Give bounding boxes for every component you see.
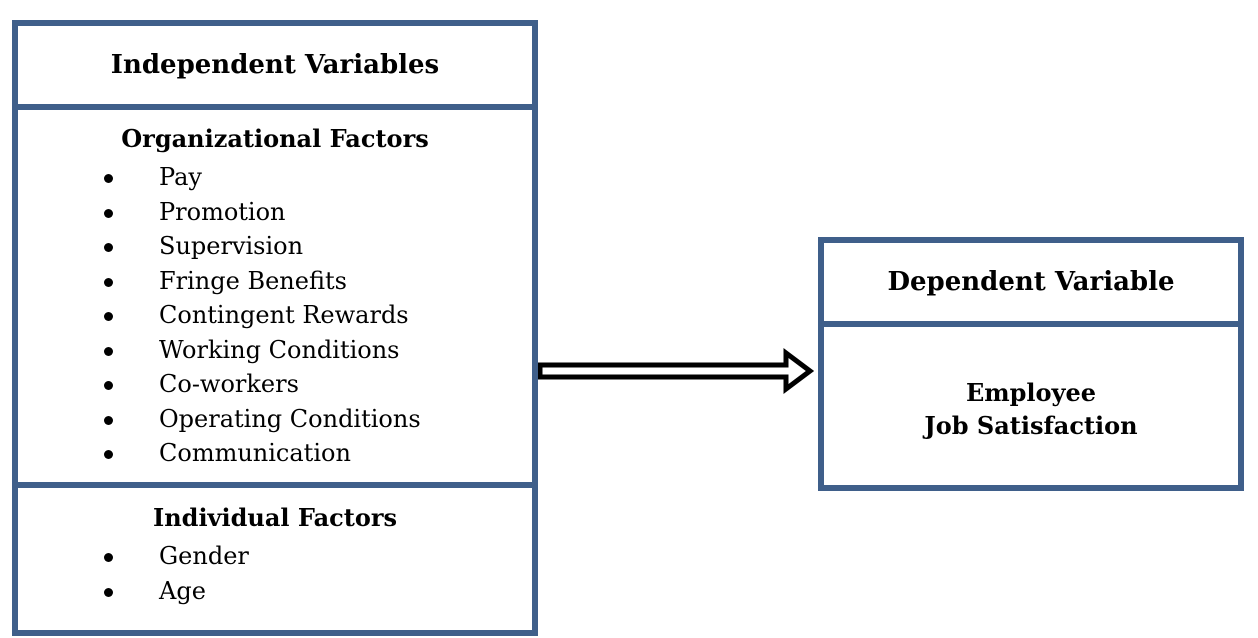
list-item: Operating Conditions [18, 402, 421, 437]
list-item: Age [18, 574, 249, 609]
right-arrow-icon [538, 348, 814, 394]
list-item: Contingent Rewards [18, 298, 421, 333]
independent-variables-title: Independent Variables [110, 50, 440, 80]
dependent-variable-title: Dependent Variable [887, 267, 1175, 297]
header-divider [824, 321, 1238, 327]
list-item: Supervision [18, 229, 421, 264]
list-item: Fringe Benefits [18, 264, 421, 299]
independent-variables-box: Independent Variables Organizational Fac… [12, 20, 538, 636]
dependent-variable-line1: Employee [965, 378, 1097, 407]
dependent-variable-box: Dependent Variable Employee Job Satisfac… [818, 237, 1244, 491]
organizational-factors-list: Pay Promotion Supervision Fringe Benefit… [18, 160, 421, 471]
individual-factors-title: Individual Factors [152, 503, 398, 532]
list-item: Working Conditions [18, 333, 421, 368]
list-item: Co-workers [18, 367, 421, 402]
list-item: Promotion [18, 195, 421, 230]
list-item: Gender [18, 539, 249, 574]
dependent-variable-line2: Job Satisfaction [924, 411, 1138, 440]
organizational-factors-title: Organizational Factors [121, 124, 429, 153]
list-item: Pay [18, 160, 421, 195]
individual-factors-list: Gender Age [18, 539, 249, 608]
list-item: Communication [18, 436, 421, 471]
header-divider [18, 104, 532, 110]
section-divider [18, 482, 532, 488]
